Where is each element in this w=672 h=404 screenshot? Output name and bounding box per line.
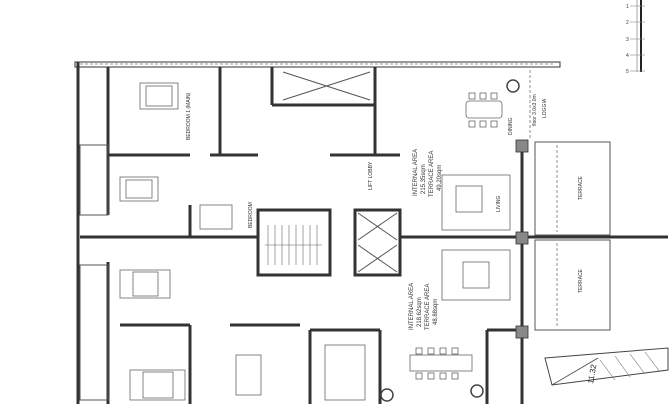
stair-core: [256, 208, 402, 277]
scale-label: 3: [626, 37, 629, 43]
svg-text:49.20sqm: 49.20sqm: [437, 165, 443, 191]
room-label-lift-lobby: LIFT LOBBY: [368, 161, 374, 190]
site-boundary: 11.32: [544, 347, 669, 386]
unit-area-upper: INTERNAL AREA 215.35sqm TERRACE AREA 49.…: [413, 149, 443, 197]
scale-label: 5: [626, 69, 629, 75]
room-label-bedroom-main: BEDROOM 1 (MAIN): [186, 92, 192, 140]
svg-text:215.35sqm: 215.35sqm: [421, 164, 427, 194]
room-label-terrace: TERRACE: [578, 175, 584, 200]
room-label-dining: DINING: [508, 117, 514, 135]
dimension-label: 11.32: [586, 363, 598, 384]
scale-label: 2: [626, 20, 629, 26]
room-label-bedroom: BEDROOM: [248, 202, 254, 228]
svg-text:218.62sqm: 218.62sqm: [417, 297, 423, 327]
room-label-loggia-size: floor 3.0x3.0m: [532, 94, 538, 126]
scale-bar: 1 2 3 4 5: [626, 0, 645, 75]
unit-area-lower: INTERNAL AREA 218.62sqm TERRACE AREA 48.…: [409, 283, 439, 330]
svg-text:INTERNAL AREA: INTERNAL AREA: [409, 283, 415, 330]
room-label-terrace: TERRACE: [578, 268, 584, 293]
svg-text:TERRACE AREA: TERRACE AREA: [429, 151, 435, 197]
room-label-loggia: LOGGIA: [542, 98, 548, 118]
terraces: [515, 70, 611, 339]
scale-label: 4: [626, 53, 629, 59]
walls: [74, 61, 668, 404]
furniture: [119, 79, 520, 402]
svg-text:48.88sqm: 48.88sqm: [433, 299, 439, 325]
svg-text:INTERNAL AREA: INTERNAL AREA: [413, 149, 419, 196]
scale-label: 1: [626, 4, 629, 10]
room-label-living: LIVING: [496, 195, 502, 212]
svg-text:TERRACE AREA: TERRACE AREA: [425, 284, 431, 330]
room-labels: BEDROOM 1 (MAIN) BEDROOM LIFT LOBBY DINI…: [186, 92, 584, 293]
